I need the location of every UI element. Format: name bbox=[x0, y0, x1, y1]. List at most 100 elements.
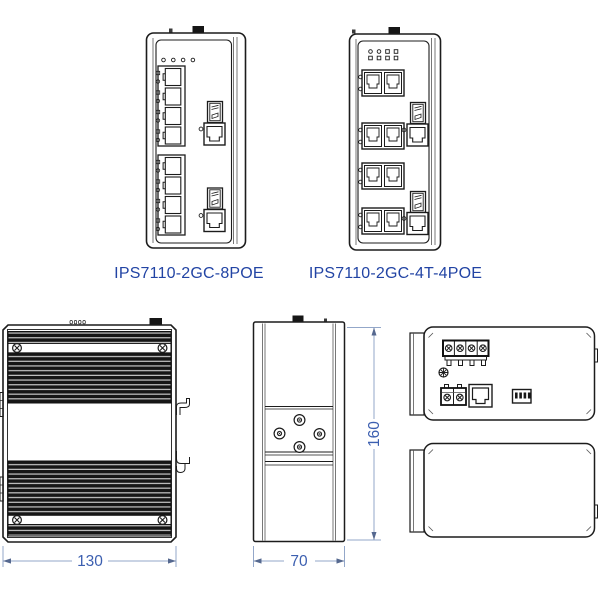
port-led bbox=[358, 139, 363, 145]
combo-rj45-port bbox=[406, 123, 429, 147]
led-indicator bbox=[393, 49, 399, 54]
rj45-dual-port bbox=[361, 162, 405, 190]
vent-hole bbox=[73, 320, 78, 325]
terminal-screw bbox=[456, 344, 464, 353]
dual-port-block-2 bbox=[358, 122, 405, 150]
din-plate-edge bbox=[409, 449, 425, 533]
top-button bbox=[149, 318, 162, 326]
arrow-left bbox=[253, 558, 262, 564]
front-view-ips7110-2gc-4t-4poe bbox=[348, 27, 442, 251]
product-label-4t-4poe: IPS7110-2GC-4T-4POE bbox=[309, 265, 482, 282]
rear-view bbox=[409, 442, 598, 538]
side-view bbox=[252, 315, 346, 543]
combo-rj45-port bbox=[203, 208, 226, 233]
case-outline bbox=[423, 442, 596, 538]
vent-hole bbox=[78, 320, 82, 325]
dimension-height-value: 160 bbox=[366, 421, 383, 447]
status-leds bbox=[161, 57, 196, 63]
port-leds bbox=[155, 159, 161, 232]
combo-rj45-port bbox=[406, 211, 429, 236]
screw-strip bbox=[8, 344, 171, 352]
top-tab bbox=[169, 28, 173, 33]
plate-screw bbox=[293, 414, 306, 426]
console-rj45-port bbox=[468, 383, 493, 408]
terminal-pin bbox=[481, 359, 486, 366]
port-led bbox=[358, 212, 363, 218]
front-view-ips7110-2gc-8poe bbox=[145, 26, 247, 249]
terminal-pin bbox=[469, 359, 475, 366]
relay-connector bbox=[440, 384, 467, 406]
led-indicator bbox=[171, 57, 176, 63]
ground-screw bbox=[438, 367, 449, 378]
front-panel bbox=[357, 40, 430, 244]
led-indicator bbox=[385, 49, 390, 54]
dip-pin bbox=[519, 392, 522, 399]
vent-hole bbox=[69, 320, 73, 325]
rj45-port bbox=[162, 215, 182, 234]
combo-led bbox=[401, 216, 407, 221]
dual-port-block-1 bbox=[358, 69, 405, 97]
case-outline bbox=[423, 326, 596, 421]
rj45-port bbox=[162, 176, 182, 195]
top-button bbox=[192, 26, 204, 34]
heatsink-band-top bbox=[7, 331, 172, 404]
dip-pin bbox=[527, 392, 531, 399]
din-mount-plate bbox=[265, 406, 333, 466]
status-leds bbox=[368, 49, 399, 61]
dimension-width-value: 130 bbox=[77, 553, 103, 570]
rj45-port bbox=[162, 156, 182, 176]
port-led bbox=[358, 224, 363, 230]
sfp-combo-1 bbox=[198, 100, 226, 146]
poe-port-block-2 bbox=[155, 154, 186, 236]
combo-led bbox=[401, 127, 407, 133]
port-led bbox=[358, 127, 363, 133]
screw-strip bbox=[8, 516, 171, 524]
heatsink-band-bottom bbox=[7, 460, 172, 537]
led-indicator bbox=[180, 57, 186, 63]
rj45-dual-port bbox=[361, 122, 405, 150]
relay-screw bbox=[443, 393, 452, 402]
vent-hole bbox=[82, 320, 86, 325]
mounting-screw bbox=[157, 514, 168, 526]
led-indicator bbox=[385, 55, 390, 61]
led-indicator bbox=[368, 49, 373, 54]
rj45-port bbox=[162, 67, 182, 87]
sfp-slot bbox=[206, 100, 224, 124]
mounting-screw bbox=[12, 343, 22, 353]
sfp-slot bbox=[409, 101, 427, 125]
port-led bbox=[358, 167, 363, 173]
din-clip-hook-top bbox=[176, 398, 190, 415]
front-panel bbox=[155, 39, 233, 244]
case-outline bbox=[252, 321, 346, 543]
power-terminal-block bbox=[442, 339, 490, 366]
arrow-up bbox=[371, 327, 377, 336]
rj45-port bbox=[162, 87, 182, 106]
dimension-width-130: 130 bbox=[2, 546, 177, 570]
top-view bbox=[409, 326, 598, 421]
rj45-port bbox=[162, 126, 182, 145]
combo-led bbox=[198, 126, 204, 132]
switch-body bbox=[145, 32, 247, 249]
plate-screw bbox=[273, 427, 286, 440]
led-indicator bbox=[393, 55, 399, 61]
sfp-combo-2 bbox=[198, 187, 226, 233]
terminal-screw bbox=[467, 344, 476, 353]
rj45-dual-port bbox=[361, 69, 405, 97]
poe-port-block-1 bbox=[155, 65, 186, 147]
arrow-right bbox=[336, 558, 345, 564]
combo-rj45-port bbox=[203, 122, 226, 146]
dimension-depth-70: 70 bbox=[253, 546, 345, 570]
port-leds bbox=[155, 70, 161, 143]
product-label-8poe: IPS7110-2GC-8POE bbox=[114, 265, 264, 282]
rj45-port bbox=[162, 195, 182, 215]
side-tab bbox=[594, 504, 598, 519]
corner-chamfers bbox=[428, 332, 592, 415]
sfp-combo-1 bbox=[401, 101, 429, 147]
dip-pin bbox=[523, 392, 527, 399]
port-led bbox=[358, 179, 363, 185]
dual-port-block-3 bbox=[358, 162, 405, 190]
rj45-dual-port bbox=[361, 207, 405, 235]
sfp-slot bbox=[409, 190, 427, 214]
terminal-pin bbox=[458, 359, 463, 366]
